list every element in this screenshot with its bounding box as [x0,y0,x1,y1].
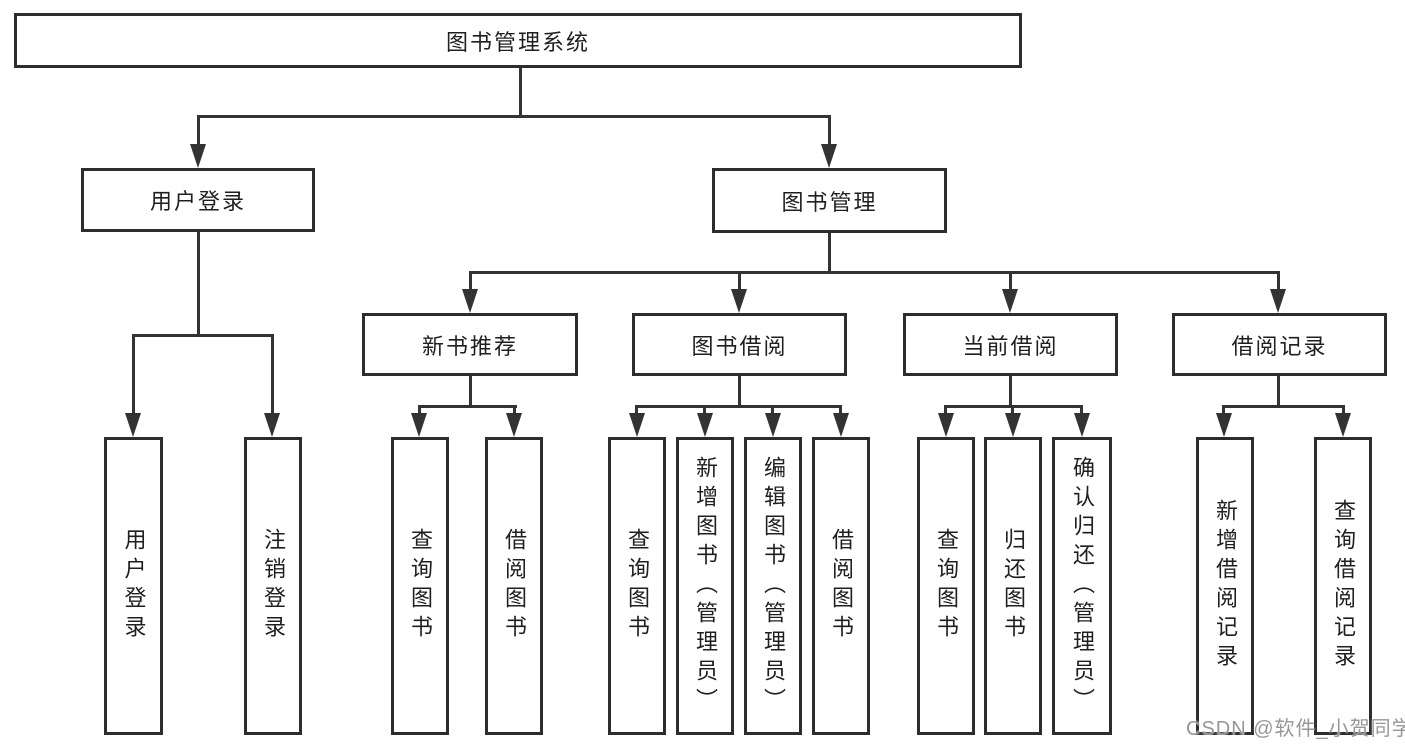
arrow-down-icon [462,289,478,313]
leaf-query-books-recommend: 查询图书 [391,437,449,735]
node-label: 注销登录 [261,528,286,644]
arrow-down-icon [264,413,280,437]
node-new-book-recommendation: 新书推荐 [362,313,578,376]
connector-line [1222,405,1225,417]
leaf-borrow-books: 借阅图书 [812,437,870,735]
connector-line [418,405,421,417]
connector-line [828,115,831,147]
node-label: 查询图书 [934,528,959,644]
connector-line [944,405,947,417]
connector-line [635,405,842,408]
connector-line [1222,405,1345,408]
leaf-return-books: 归还图书 [984,437,1042,735]
connector-line [271,334,274,415]
arrow-down-icon [1005,413,1021,437]
connector-line [197,232,200,337]
node-label: 用户登录 [149,189,246,214]
connector-line [1009,376,1012,408]
node-label: 借阅图书 [502,528,527,644]
leaf-add-books-admin: 新增图书（管理员） [676,437,734,735]
leaf-query-books-borrow: 查询图书 [608,437,666,735]
leaf-query-books-current: 查询图书 [917,437,975,735]
arrow-down-icon [938,413,954,437]
arrow-down-icon [833,413,849,437]
connector-line [1277,271,1280,291]
node-user-login: 用户登录 [81,168,315,232]
connector-line [469,271,472,291]
node-label: 当前借阅 [962,333,1059,359]
arrow-down-icon [125,413,141,437]
arrow-down-icon [1270,289,1286,313]
leaf-borrow-books-recommend: 借阅图书 [485,437,543,735]
node-current-borrowing: 当前借阅 [903,313,1118,376]
leaf-confirm-return-admin: 确认归还（管理员） [1052,437,1112,735]
connector-line [1009,271,1012,291]
node-label: 图书借阅 [691,333,788,359]
csdn-watermark: CSDN @软件_小贺同学 [1186,718,1405,740]
leaf-logout: 注销登录 [244,437,302,735]
connector-line [1342,405,1345,417]
node-label: 查询图书 [408,528,433,644]
node-borrowing-records: 借阅记录 [1172,313,1387,376]
arrow-down-icon [629,413,645,437]
node-book-borrowing: 图书借阅 [632,313,847,376]
node-label: 借阅记录 [1231,333,1328,359]
connector-line [469,376,472,408]
connector-line [1080,405,1083,417]
node-label: 归还图书 [1001,528,1026,644]
connector-line [513,405,516,417]
node-label: 查询图书 [625,528,650,644]
connector-line [771,405,774,417]
node-label: 确认归还（管理员） [1070,455,1095,717]
leaf-user-login: 用户登录 [104,437,163,735]
node-label: 查询借阅记录 [1331,499,1356,673]
node-book-management: 图书管理 [712,168,947,233]
node-library-management-system: 图书管理系统 [14,13,1022,68]
node-label: 新增图书（管理员） [693,455,718,717]
node-label: 借阅图书 [829,528,854,644]
connector-line [1277,376,1280,408]
connector-line [738,376,741,408]
arrow-down-icon [1002,289,1018,313]
node-label: 图书管理 [781,189,878,215]
arrow-down-icon [190,144,206,168]
arrow-down-icon [731,289,747,313]
connector-line [1011,405,1014,417]
connector-line [828,233,831,274]
connector-line [738,271,741,291]
arrow-down-icon [1074,413,1090,437]
leaf-add-borrow-record: 新增借阅记录 [1196,437,1254,735]
arrow-down-icon [1335,413,1351,437]
arrow-down-icon [765,413,781,437]
arrow-down-icon [1216,413,1232,437]
node-label: 新书推荐 [421,333,518,359]
leaf-query-borrow-record: 查询借阅记录 [1314,437,1372,735]
connector-line [197,115,200,147]
arrow-down-icon [697,413,713,437]
connector-line [418,405,517,408]
node-label: 编辑图书（管理员） [761,455,786,717]
connector-line [839,405,842,417]
arrow-down-icon [411,413,427,437]
connector-line [132,334,135,415]
leaf-edit-books-admin: 编辑图书（管理员） [744,437,802,735]
connector-line [469,271,1280,274]
connector-line [132,334,274,337]
connector-line [519,68,522,118]
node-label: 图书管理系统 [445,29,590,55]
connector-line [703,405,706,417]
connector-line [197,115,831,118]
node-label: 新增借阅记录 [1213,499,1238,673]
arrow-down-icon [821,144,837,168]
connector-line [635,405,638,417]
node-label: 用户登录 [121,528,147,644]
arrow-down-icon [506,413,522,437]
